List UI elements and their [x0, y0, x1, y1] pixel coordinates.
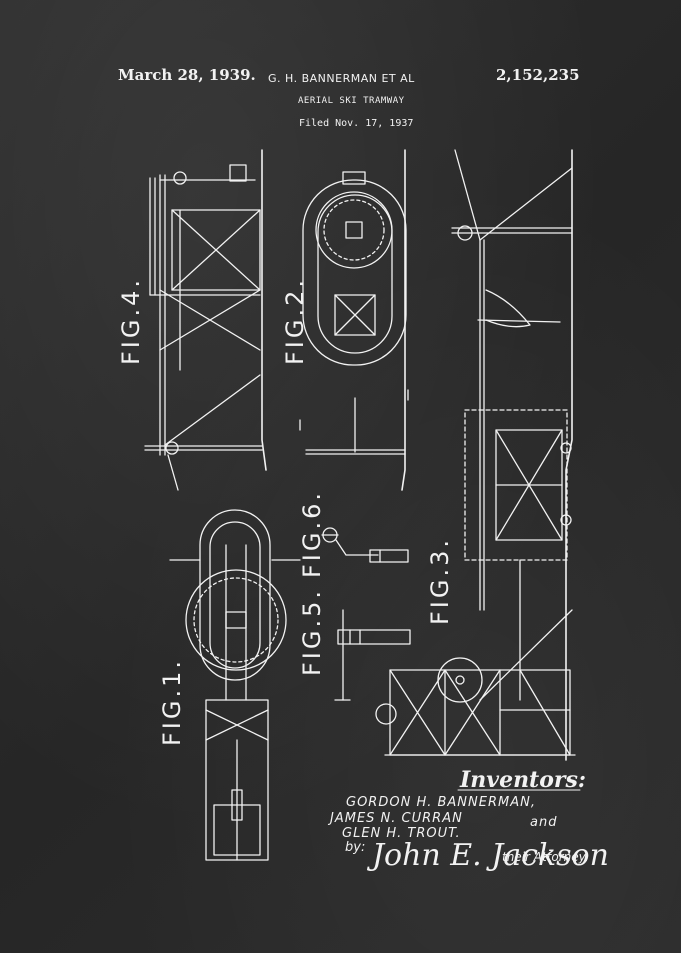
fig6-drawing: [322, 528, 408, 562]
fig2-drawing: [300, 150, 408, 490]
fig3-label: FIG.3.: [426, 536, 454, 625]
fig1-label: FIG.1.: [158, 657, 186, 746]
fig1-drawing: [170, 510, 300, 860]
fig3-drawing: [452, 150, 572, 760]
patent-number: 2,152,235: [496, 66, 580, 84]
inventor-name-3: GLEN H. TROUT.: [342, 826, 461, 841]
attorney-label: their Attorney.: [502, 850, 589, 864]
fig2-label: FIG.2.: [281, 276, 309, 365]
patent-filed-date: Filed Nov. 17, 1937: [299, 118, 414, 129]
attorney-signature: John E. Jackson: [372, 838, 609, 873]
patent-title: AERIAL SKI TRAMWAY: [298, 96, 405, 106]
inventors-heading: Inventors:: [460, 767, 586, 793]
fig5-label: FIG.5.: [298, 587, 326, 676]
inventor-name-2: JAMES N. CURRAN: [330, 811, 463, 826]
fig4-label: FIG.4.: [117, 276, 145, 365]
inventor-and-word: and: [530, 815, 558, 830]
fig4-drawing: [145, 150, 266, 490]
by-word: by:: [345, 840, 366, 855]
patent-inventors-short: G. H. BANNERMAN ET AL: [268, 72, 415, 85]
patent-date: March 28, 1939.: [118, 66, 256, 84]
fig5-drawing: [335, 610, 410, 700]
inventor-name-1: GORDON H. BANNERMAN,: [346, 795, 536, 810]
fig3-base-station: [376, 658, 575, 755]
fig6-label: FIG.6.: [298, 489, 326, 578]
